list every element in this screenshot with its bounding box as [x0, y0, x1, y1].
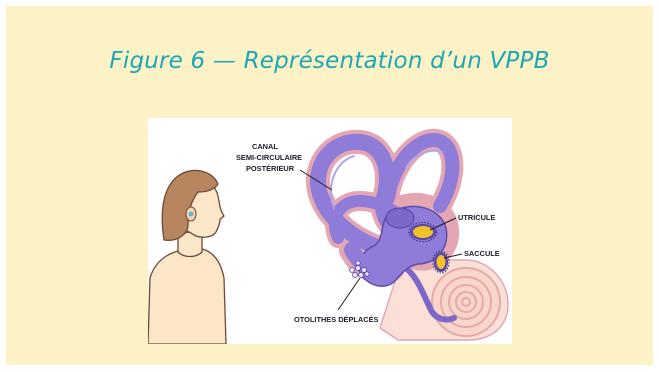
- vppb-illustration: CANAL SEMI-CIRCULAIRE POSTÉRIEUR UTRICUL…: [148, 118, 512, 344]
- figure-title: Figure 6 — Représentation d’un VPPB: [6, 48, 653, 74]
- label-canal-line2: SEMI-CIRCULAIRE: [236, 153, 302, 162]
- label-otolithes: OTOLITHES DÉPLACÉS: [294, 315, 379, 324]
- label-canal-line1: CANAL: [252, 142, 278, 151]
- person-illustration: [148, 170, 226, 344]
- label-canal-line3: POSTÉRIEUR: [246, 164, 295, 173]
- figure-card: Figure 6 — Représentation d’un VPPB: [6, 6, 653, 365]
- label-saccule: SACCULE: [464, 249, 500, 258]
- inner-ear-diagram: CANAL SEMI-CIRCULAIRE POSTÉRIEUR UTRICUL…: [148, 118, 512, 344]
- label-utricule: UTRICULE: [458, 213, 495, 222]
